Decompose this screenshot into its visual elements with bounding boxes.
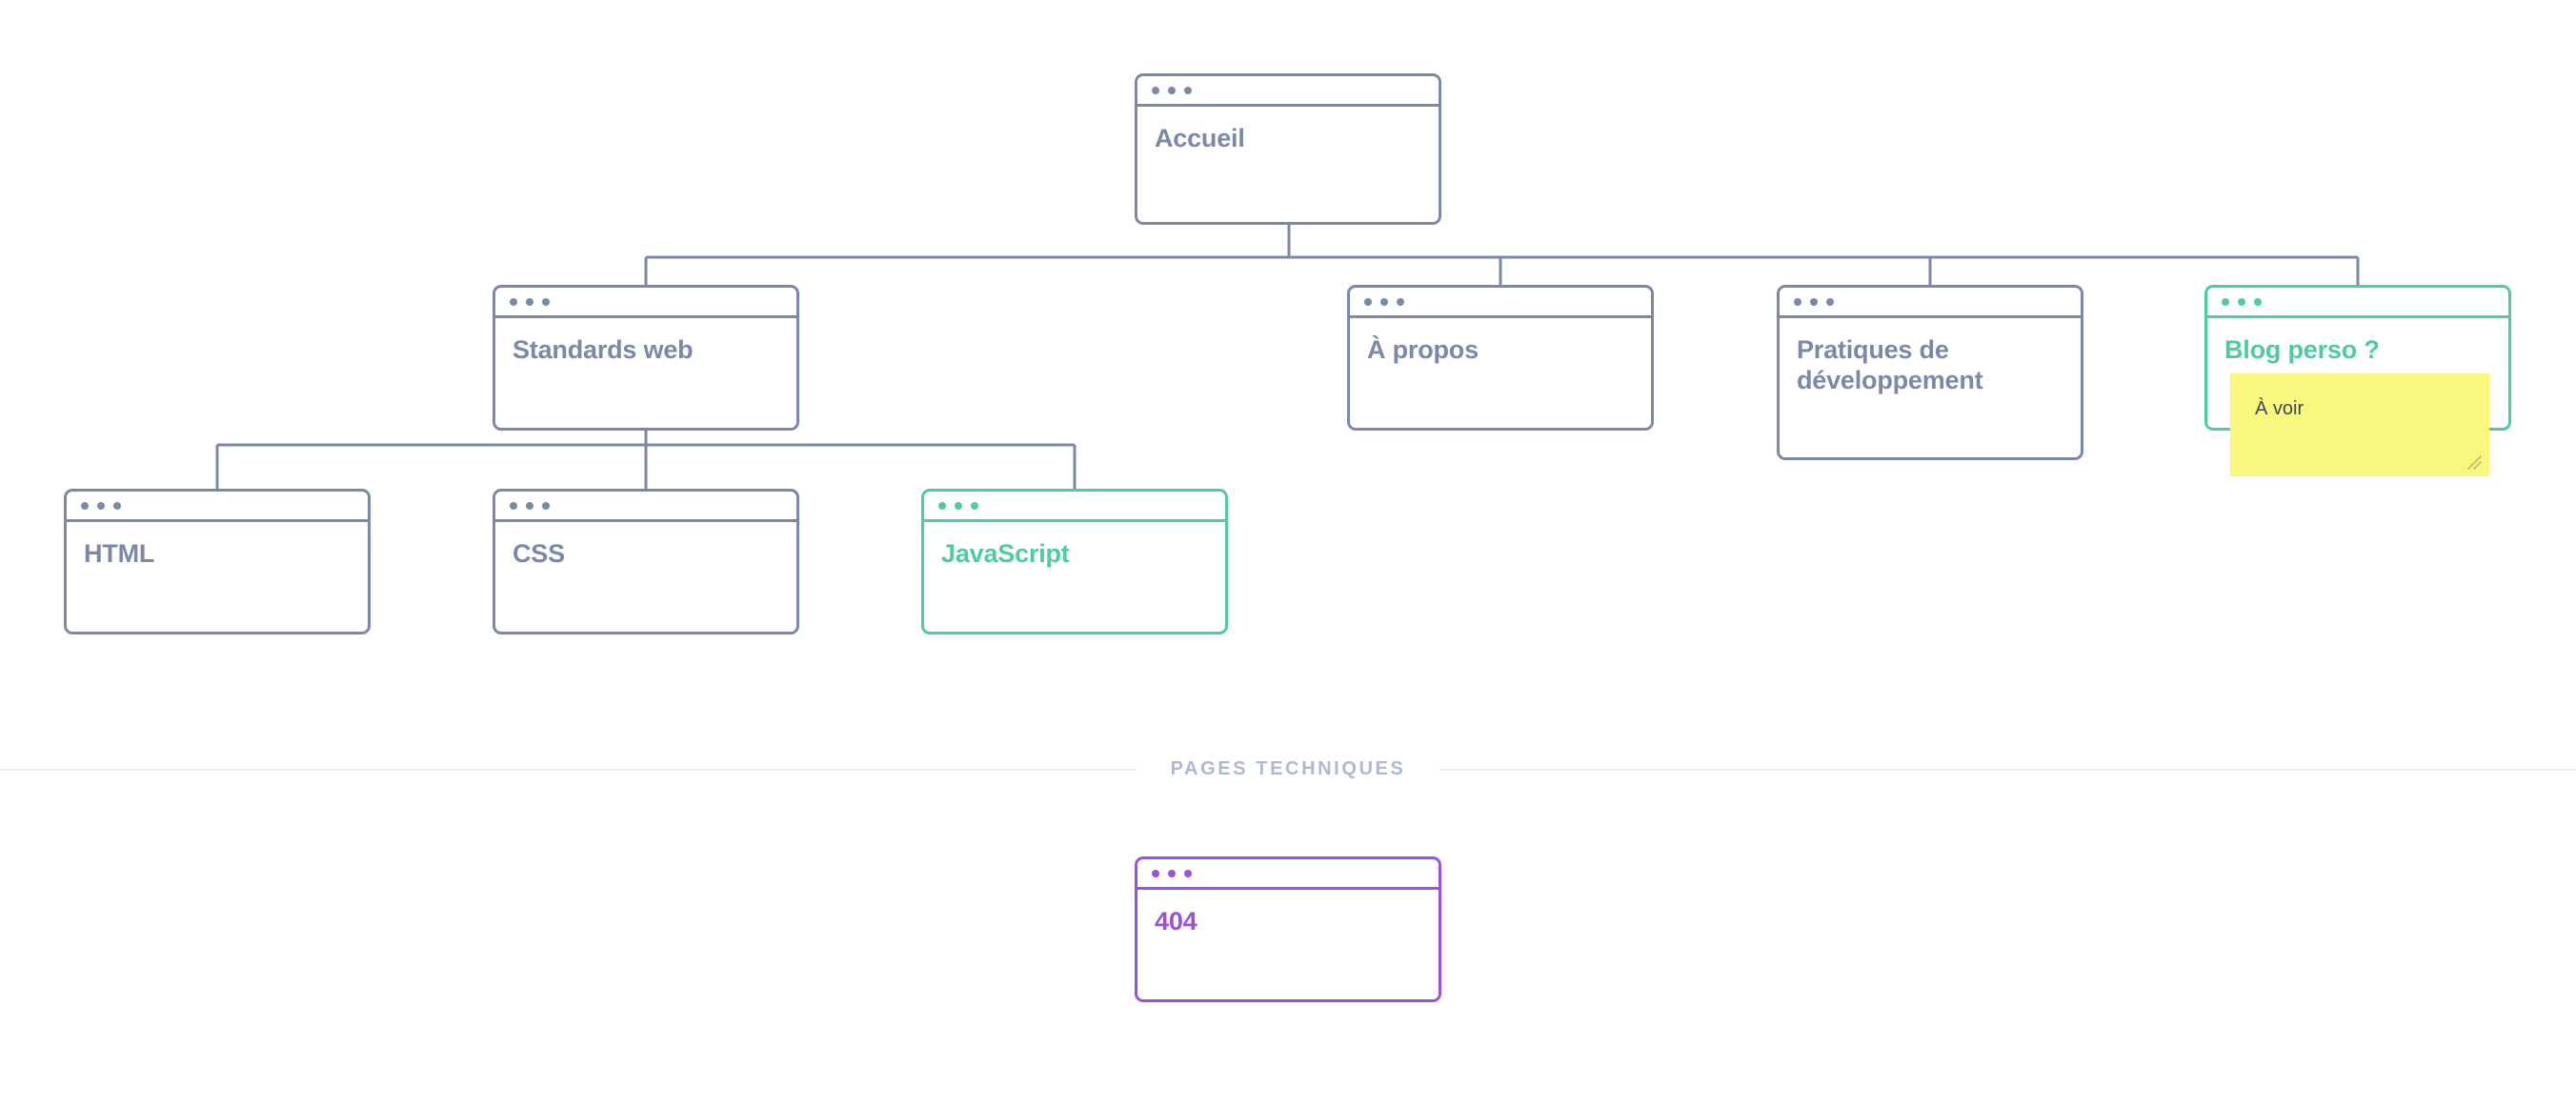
node-title: Pratiques de développement [1797, 335, 1983, 394]
window-dot-icon [2222, 297, 2229, 306]
window-dot-icon [1168, 86, 1176, 94]
node-body: Accueil [1137, 107, 1439, 154]
window-dot-icon [1184, 869, 1192, 877]
node-body: À propos [1350, 318, 1651, 366]
window-chrome [1780, 288, 2081, 318]
node-title: Standards web [513, 335, 694, 364]
sitemap-node-javascript[interactable]: JavaScript [921, 489, 1228, 634]
node-body: Pratiques de développement [1780, 318, 2081, 395]
node-body: Blog perso ? [2207, 318, 2508, 366]
window-dot-icon [1794, 297, 1801, 306]
node-title: JavaScript [941, 539, 1070, 568]
node-title: CSS [513, 539, 565, 568]
node-title: Blog perso ? [2224, 335, 2380, 364]
sitemap-node-pratiques-de-developpement[interactable]: Pratiques de développement [1777, 285, 2083, 460]
sticky-note-text: À voir [2255, 398, 2304, 419]
node-title: À propos [1367, 335, 1479, 364]
window-dot-icon [113, 501, 121, 510]
sitemap-node-html[interactable]: HTML [64, 489, 371, 634]
sitemap-node-a-propos[interactable]: À propos [1347, 285, 1654, 431]
sticky-note[interactable]: À voir [2230, 373, 2489, 476]
window-dot-icon [542, 501, 550, 510]
window-dot-icon [1152, 86, 1159, 94]
window-dot-icon [526, 501, 533, 510]
resize-handle-icon[interactable] [2465, 453, 2483, 471]
window-dot-icon [955, 501, 962, 510]
node-title: Accueil [1155, 124, 1245, 152]
window-dot-icon [1184, 86, 1192, 94]
node-title: HTML [84, 539, 155, 568]
window-dot-icon [1810, 297, 1818, 306]
window-chrome [495, 288, 796, 318]
window-dot-icon [1152, 869, 1159, 877]
window-dot-icon [542, 297, 550, 306]
window-chrome [495, 492, 796, 522]
window-dot-icon [1397, 297, 1404, 306]
window-chrome [67, 492, 368, 522]
window-chrome [1137, 76, 1439, 107]
divider-rule-left [0, 768, 1137, 771]
window-dot-icon [1380, 297, 1388, 306]
sitemap-node-404[interactable]: 404 [1135, 856, 1441, 1002]
node-body: CSS [495, 522, 796, 570]
sitemap-node-accueil[interactable]: Accueil [1135, 73, 1441, 225]
window-dot-icon [2254, 297, 2262, 306]
window-dot-icon [510, 501, 517, 510]
node-body: HTML [67, 522, 368, 570]
window-dot-icon [1364, 297, 1372, 306]
sitemap-node-standards-web[interactable]: Standards web [493, 285, 799, 431]
sitemap-node-css[interactable]: CSS [493, 489, 799, 634]
window-dot-icon [971, 501, 978, 510]
window-chrome [1137, 859, 1439, 890]
window-dot-icon [1168, 869, 1176, 877]
window-dot-icon [510, 297, 517, 306]
window-dot-icon [938, 501, 946, 510]
section-divider-label: PAGES TECHNIQUES [1170, 758, 1406, 779]
window-chrome [1350, 288, 1651, 318]
node-title: 404 [1155, 907, 1197, 936]
window-chrome [924, 492, 1225, 522]
divider-rule-right [1439, 768, 2576, 771]
section-divider: PAGES TECHNIQUES [0, 758, 2576, 780]
node-body: Standards web [495, 318, 796, 366]
window-chrome [2207, 288, 2508, 318]
window-dot-icon [1826, 297, 1834, 306]
node-body: JavaScript [924, 522, 1225, 570]
window-dot-icon [97, 501, 105, 510]
window-dot-icon [2238, 297, 2245, 306]
window-dot-icon [81, 501, 89, 510]
window-dot-icon [526, 297, 533, 306]
node-body: 404 [1137, 890, 1439, 937]
